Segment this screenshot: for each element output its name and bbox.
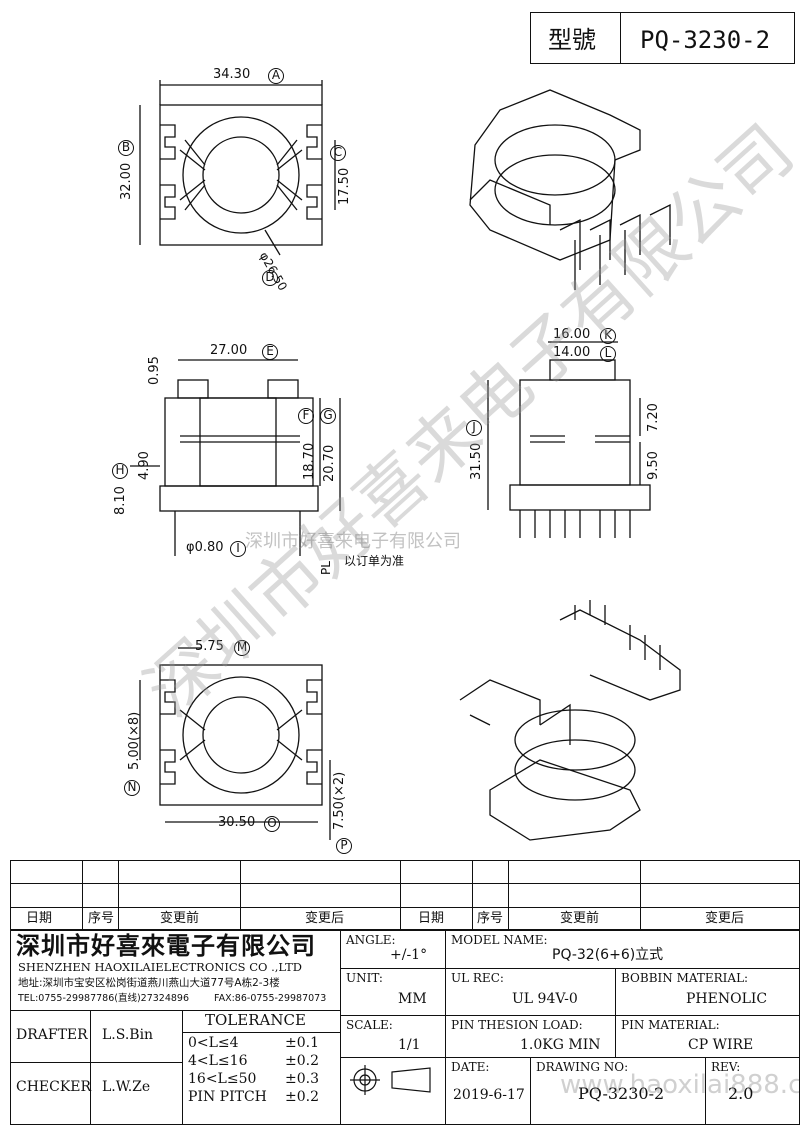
- unit-value: MM: [398, 991, 427, 1007]
- dim-E: 27.00: [210, 343, 248, 358]
- drafter-label: DRAFTER: [16, 1027, 88, 1043]
- angle-value: +/-1°: [390, 947, 428, 963]
- marker-J: J: [466, 420, 482, 436]
- iso-view-top: [469, 89, 671, 290]
- tol-range-2: 16<L≤50: [188, 1071, 257, 1087]
- model-value: PQ-3230-2: [640, 26, 771, 54]
- checker-value: L.W.Ze: [102, 1079, 151, 1095]
- dim-L: 14.00: [553, 345, 591, 360]
- marker-L: L: [600, 346, 616, 362]
- tol-value-0: ±0.1: [285, 1035, 319, 1051]
- unit-label: UNIT:: [346, 971, 383, 985]
- ul-label: UL REC:: [451, 971, 504, 985]
- dim-F: 18.70: [302, 442, 317, 480]
- front-view: [130, 359, 341, 556]
- dim-top-offset: 0.95: [147, 356, 162, 385]
- technical-drawing: [130, 80, 681, 841]
- marker-N: N: [124, 780, 140, 796]
- tol-range-1: 4<L≤16: [188, 1053, 248, 1069]
- top-view: [139, 80, 336, 256]
- model-name-value: PQ-32(6+6)立式: [552, 947, 664, 963]
- tol-value-1: ±0.2: [285, 1053, 319, 1069]
- dim-B: 32.00: [119, 162, 134, 200]
- dim-K: 16.00: [553, 327, 591, 342]
- side-view: [487, 341, 651, 538]
- tol-range-3: PIN PITCH: [188, 1089, 267, 1105]
- date-value: 2019-6-17: [453, 1087, 525, 1103]
- dim-side-lower: 9.50: [646, 451, 661, 480]
- marker-K: K: [600, 328, 616, 344]
- drawing-no-value: PQ-3230-2: [578, 1084, 665, 1103]
- dim-I: φ0.80: [186, 540, 224, 555]
- rev-value: 2.0: [728, 1084, 754, 1103]
- marker-F: F: [298, 408, 314, 424]
- revision-table: [10, 860, 800, 930]
- scale-label: SCALE:: [346, 1018, 393, 1032]
- rev-col-before-1: 变更前: [160, 911, 200, 926]
- dim-side-upper: 7.20: [646, 403, 661, 432]
- dim-A: 34.30: [213, 67, 251, 82]
- angle-label: ANGLE:: [346, 933, 396, 947]
- company-fax: FAX:86-0755-29987073: [214, 993, 327, 1004]
- rev-col-date-2: 日期: [418, 911, 445, 926]
- marker-O: O: [264, 816, 280, 832]
- marker-I: I: [230, 541, 246, 557]
- rev-col-no-1: 序号: [88, 911, 115, 926]
- rev-col-after-1: 变更后: [305, 911, 345, 926]
- rev-col-before-2: 变更前: [560, 911, 600, 926]
- marker-A: A: [268, 68, 284, 84]
- pin-material-label: PIN MATERIAL:: [621, 1018, 720, 1032]
- checker-label: CHECKER: [16, 1079, 92, 1095]
- pin-material-value: CP WIRE: [688, 1037, 754, 1053]
- iso-view-bottom: [459, 600, 681, 841]
- rev-col-date-1: 日期: [26, 911, 53, 926]
- bottom-view: [139, 647, 331, 840]
- bobbin-label: BOBBIN MATERIAL:: [621, 971, 749, 985]
- tol-range-0: 0<L≤4: [188, 1035, 239, 1051]
- dim-M: 5.75: [195, 639, 224, 654]
- dim-C: 17.50: [337, 167, 352, 205]
- marker-C: C: [330, 145, 346, 161]
- dim-H2: 8.10: [113, 486, 128, 515]
- tol-value-3: ±0.2: [285, 1089, 319, 1105]
- pin-load-value: 1.0KG MIN: [520, 1037, 601, 1053]
- rev-col-no-2: 序号: [477, 911, 504, 926]
- rev-label: REV:: [711, 1060, 741, 1074]
- drafter-value: L.S.Bin: [102, 1027, 154, 1043]
- dim-P: 7.50(×2): [332, 771, 347, 830]
- date-label: DATE:: [451, 1060, 490, 1074]
- company-address: 地址:深圳市宝安区松岗街道燕川燕山大道77号A栋2-3楼: [18, 977, 280, 989]
- marker-H: H: [112, 463, 128, 479]
- pl-note: 以订单为准: [344, 554, 405, 568]
- watermark-url: www.haoxilai888.com: [560, 1070, 800, 1100]
- bobbin-value: PHENOLIC: [686, 991, 768, 1007]
- tolerance-label: TOLERANCE: [205, 1011, 306, 1029]
- company-tel: TEL:0755-29987786(直线)27324896: [18, 993, 190, 1004]
- dim-N: 5.00(×8): [127, 711, 142, 770]
- marker-D: D: [262, 270, 278, 286]
- tol-value-2: ±0.3: [285, 1071, 319, 1087]
- rev-col-after-2: 变更后: [705, 911, 745, 926]
- drawing-no-label: DRAWING NO:: [536, 1060, 629, 1074]
- ul-value: UL 94V-0: [512, 991, 578, 1007]
- scale-value: 1/1: [398, 1037, 421, 1053]
- marker-G: G: [320, 408, 336, 424]
- dim-H: 4.90: [137, 451, 152, 480]
- marker-P: P: [336, 838, 352, 854]
- marker-E: E: [262, 344, 278, 360]
- model-label: 型號: [548, 26, 596, 54]
- header-box: [530, 12, 795, 64]
- model-name-label: MODEL NAME:: [451, 933, 548, 947]
- company-name-en: SHENZHEN HAOXILAIELECTRONICS CO .,LTD: [18, 960, 302, 974]
- marker-M: M: [234, 640, 250, 656]
- company-name-cn: 深圳市好喜來電子有限公司: [16, 932, 316, 960]
- marker-B: B: [118, 140, 134, 156]
- dim-O: 30.50: [218, 815, 256, 830]
- pin-load-label: PIN THESION LOAD:: [451, 1018, 583, 1032]
- watermark-company-small: 深圳市好喜来电子有限公司: [245, 531, 461, 552]
